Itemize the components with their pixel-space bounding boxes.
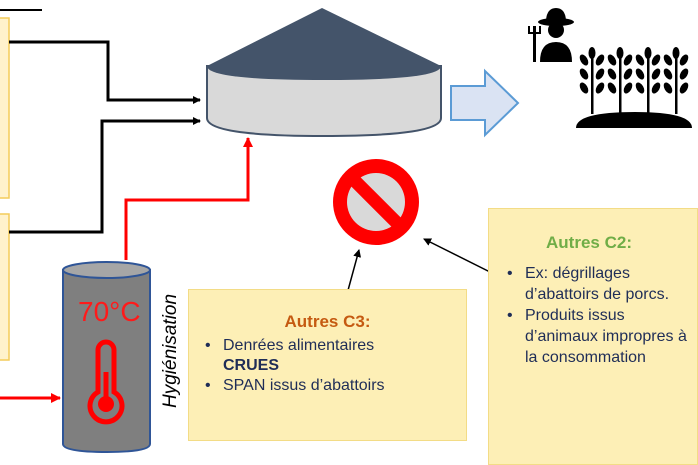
panel-c3-title: Autres C3: (284, 312, 371, 331)
panel-c2-title: Autres C2: (546, 233, 632, 252)
thermometer-icon (87, 339, 125, 425)
panel-autres-c2: Autres C2: Ex: dégrillages d’abattoirs d… (488, 208, 698, 465)
list-item-text: Denrées alimentaires (223, 337, 375, 354)
input-arrow-2 (9, 117, 201, 234)
hygienisation-label: Hygiénisation (160, 293, 181, 408)
left-input-panel-bottom (0, 213, 10, 361)
panel-autres-c3: Autres C3: Denrées alimentaires CRUES SP… (188, 289, 467, 441)
list-item: SPAN issus d’abattoirs (203, 376, 466, 396)
wheat-crop-icon (576, 47, 692, 128)
list-item-text: SPAN issus d’abattoirs (223, 377, 385, 394)
list-item: Denrées alimentaires CRUES (203, 336, 466, 376)
list-item-text: Produits issus d’animaux impropres à la … (525, 307, 687, 366)
farmer-icon (528, 8, 574, 62)
digester-roof (207, 8, 441, 80)
list-item: Ex: dégrillages d’abattoirs de porcs. (505, 263, 697, 305)
panel-c2-list: Ex: dégrillages d’abattoirs de porcs. Pr… (489, 263, 697, 368)
digester-tank (206, 8, 442, 138)
list-item-text: Ex: dégrillages d’abattoirs de porcs. (525, 265, 670, 303)
temperature-label: 70°C (78, 296, 141, 327)
list-item-bold-text: CRUES (223, 357, 280, 374)
outflow-arrow (450, 68, 520, 138)
no-entry-icon (333, 159, 419, 245)
list-item: Produits issus d’animaux impropres à la … (505, 305, 697, 368)
panel-c3-list: Denrées alimentaires CRUES SPAN issus d’… (189, 336, 466, 396)
hygienisation-to-digester-arrow (124, 137, 253, 260)
hygienisation-tank (62, 261, 151, 454)
input-arrow-1 (9, 40, 201, 104)
left-input-panel-top (0, 17, 10, 199)
